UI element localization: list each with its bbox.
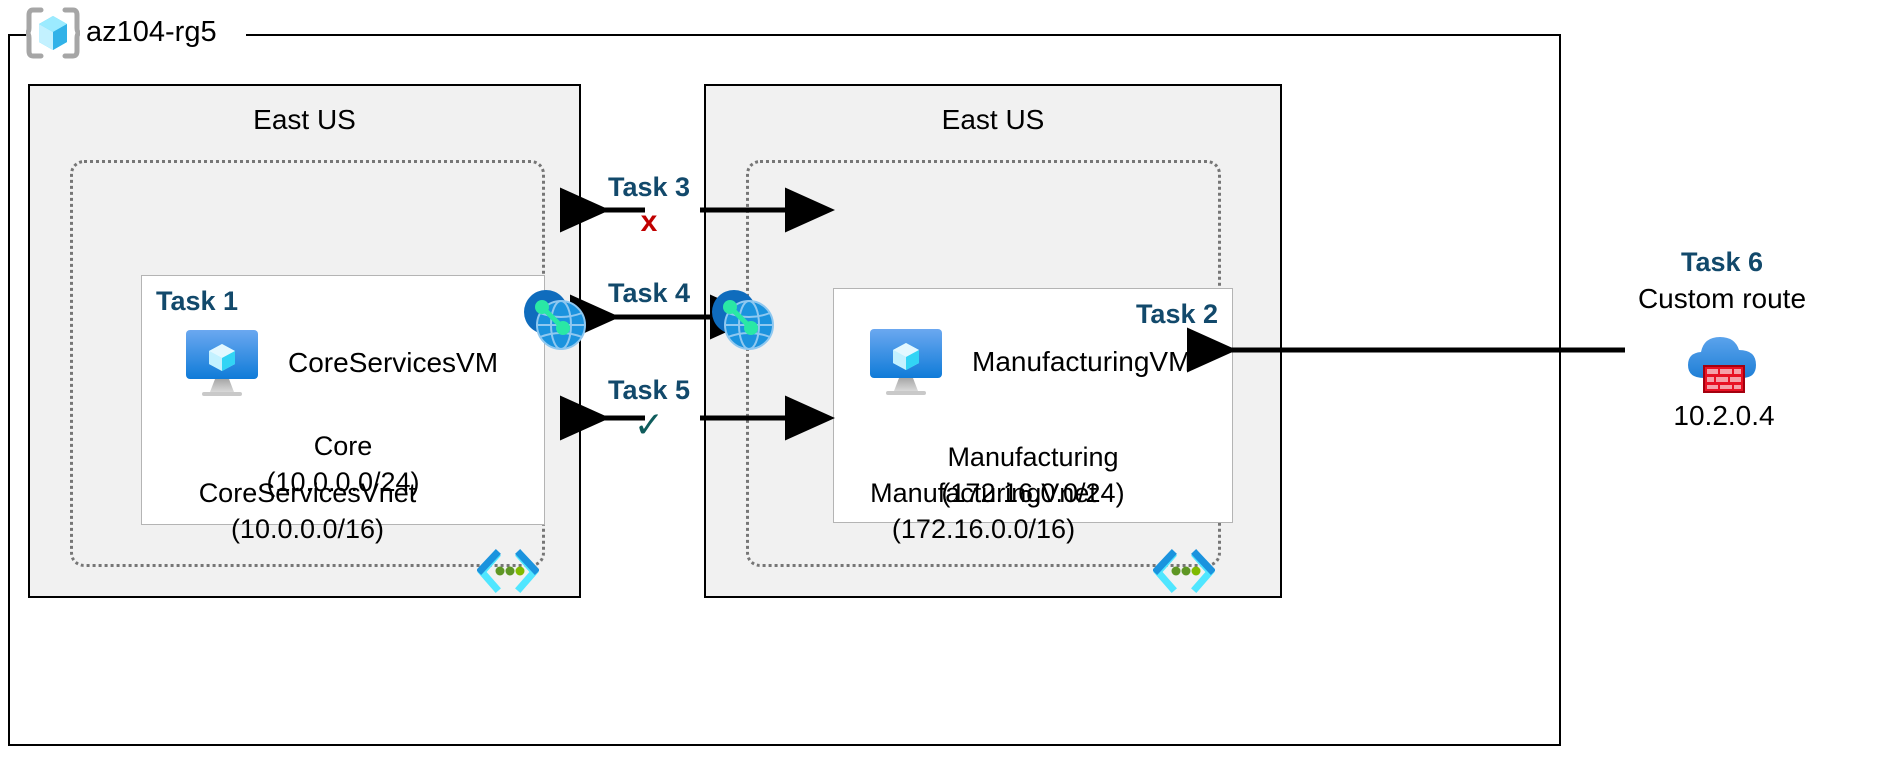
vnet-cidr-text: (10.0.0.0/16) [230, 514, 385, 544]
subnet-name-manufacturing: Manufacturing (172.16.0.0/24) [834, 439, 1232, 511]
vm-left: CoreServicesVM [182, 328, 498, 398]
vnet-peering-icon [518, 282, 590, 354]
vnet-cidr-text: (172.16.0.0/16) [891, 514, 1076, 544]
subnet-name-text: Core [313, 431, 373, 461]
vnet-brackets-icon [476, 548, 540, 596]
region-box-right: East US Task 2 [704, 84, 1282, 598]
vm-name-left: CoreServicesVM [288, 347, 499, 378]
vnet-peering-icon [706, 282, 778, 354]
resource-group-name: az104-rg5 [86, 16, 217, 48]
vnet-name-coreservices: CoreServicesVnet (10.0.0.0/16) [73, 475, 542, 547]
virtual-machine-icon [866, 327, 948, 397]
vnet-name-manufacturing: ManufacturingVnet (172.16.0.0/16) [749, 475, 1218, 547]
custom-route-subtitle: Custom route [1637, 283, 1807, 314]
allowed-check-icon: ✓ [633, 404, 665, 445]
connection-label-task3: Task 3 [607, 172, 691, 202]
resource-group-boundary [8, 34, 1561, 746]
region-label-left: East US [253, 104, 356, 135]
vnet-box-manufacturing: Task 2 [746, 160, 1233, 593]
vm-name-right: ManufacturingVM [972, 346, 1192, 377]
subnet-name-text: Manufacturing [947, 442, 1119, 472]
subnet-box-manufacturing: Task 2 [833, 288, 1233, 523]
azure-resource-group-icon [21, 6, 85, 60]
subnet-box-core: Task 1 [141, 275, 545, 525]
blocked-cross-icon: x [640, 205, 658, 238]
connection-label-task5: Task 5 [607, 375, 691, 405]
firewall-cloud-icon [1682, 328, 1766, 398]
subnet-cidr-text: (172.16.0.0/24) [941, 478, 1125, 508]
firewall-ip-address: 10.2.0.4 [1673, 400, 1775, 431]
vnet-name-text: ManufacturingVnet [870, 478, 1097, 508]
region-label-right: East US [941, 104, 1045, 135]
region-box-left: East US Task 1 [28, 84, 581, 598]
virtual-machine-icon [182, 328, 264, 398]
vnet-name-text: CoreServicesVnet [198, 478, 417, 508]
vnet-brackets-icon [1152, 548, 1216, 596]
connection-label-task4: Task 4 [607, 278, 691, 308]
task-tag-task6: Task 6 [1680, 247, 1764, 277]
task-tag-task2: Task 2 [1135, 299, 1218, 329]
task-tag-task1: Task 1 [156, 286, 239, 316]
custom-route-arrow [1187, 327, 1625, 373]
subnet-name-core: Core (10.0.0.0/24) [142, 428, 544, 500]
vnet-box-coreservices: Task 1 [70, 160, 545, 593]
vm-right: ManufacturingVM [866, 327, 1191, 397]
subnet-cidr-text: (10.0.0.0/24) [266, 467, 420, 497]
